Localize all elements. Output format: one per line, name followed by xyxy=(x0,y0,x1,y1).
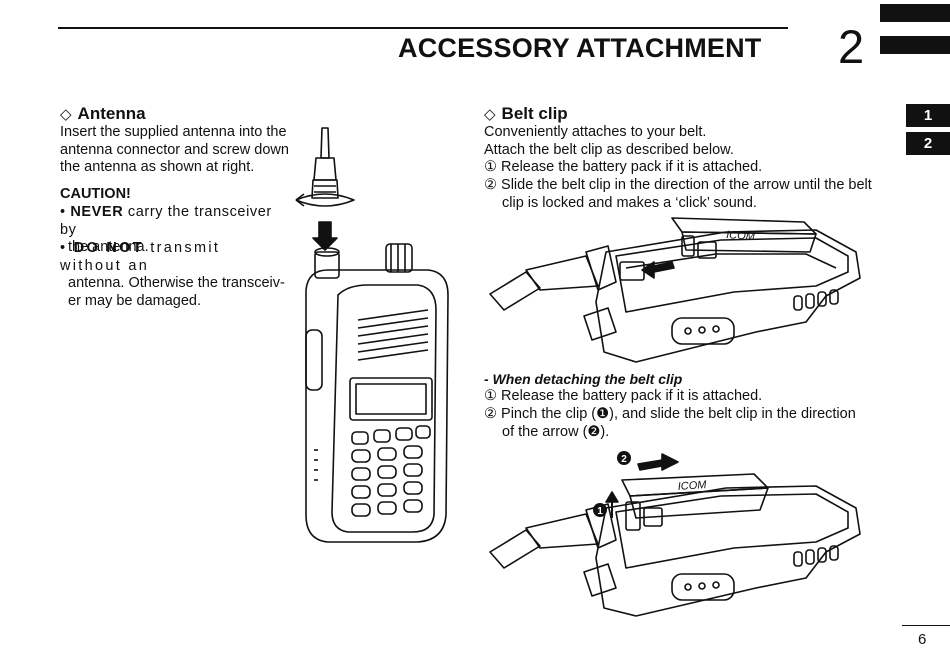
radio-back-body xyxy=(595,229,861,363)
step-text: Slide the belt clip in the direction of … xyxy=(501,177,872,193)
antenna-body: Insert the supplied antenna into the ant… xyxy=(60,124,290,177)
chapter-number: 2 xyxy=(838,20,865,73)
antenna-tip xyxy=(489,529,541,569)
step-text: clip is locked and makes a ‘click’ sound… xyxy=(502,194,757,211)
belt-clip: ICOM xyxy=(671,217,817,259)
callout-2-text: 2 xyxy=(621,454,627,465)
antenna-body-line: the antenna as shown at right. xyxy=(60,159,255,175)
belt-clip-heading: ◇ Belt clip xyxy=(484,104,568,124)
detach-step-1: ① Release the battery pack if it is atta… xyxy=(484,388,884,406)
chapter-bar-bottom xyxy=(880,36,950,54)
callout-1-text: 1 xyxy=(597,506,603,517)
slide-out-arrow xyxy=(637,453,679,471)
step-number: ① xyxy=(484,388,497,404)
callout-2-badge xyxy=(617,451,631,465)
radio-antenna-illustration xyxy=(295,127,449,543)
antenna-upper xyxy=(313,157,337,181)
step-text: of the arrow (❷). xyxy=(502,423,610,440)
pinch-arrow xyxy=(605,491,619,503)
antenna-heading: ◇ Antenna xyxy=(60,104,146,124)
twist-arrow xyxy=(295,193,355,207)
step-number: ① xyxy=(484,159,497,175)
caution-text: the antenna. xyxy=(68,239,149,255)
attach-step-2: ② Slide the belt clip in the direction o… xyxy=(484,177,884,212)
step-text: Release the battery pack if it is attach… xyxy=(501,159,763,175)
page-number: 6 xyxy=(918,631,927,648)
antenna-tip xyxy=(320,127,330,159)
caution-emphasis: NEVER xyxy=(70,204,124,220)
caution-item-donot: • DO NOT transmit without an antenna. Ot… xyxy=(60,240,288,310)
callout-1-badge xyxy=(593,503,607,517)
section-tab-2[interactable]: 2 xyxy=(906,132,950,155)
diamond-icon: ◇ xyxy=(484,106,496,123)
icom-logo: ICOM xyxy=(726,229,756,243)
detach-step-2: ② Pinch the clip (❶), and slide the belt… xyxy=(484,406,884,441)
caution-text: carry the transceiver by xyxy=(60,204,272,238)
header-rule xyxy=(58,27,788,29)
antenna-body-line: Insert the supplied antenna into the xyxy=(60,124,287,140)
step-text: Pinch the clip (❶), and slide the belt c… xyxy=(501,406,856,422)
antenna-base xyxy=(311,179,339,199)
belt-clip-attach-illustration: ICOM xyxy=(489,217,861,363)
belt-clip-body: Conveniently attaches to your belt. Atta… xyxy=(484,124,884,159)
caution-text: er may be damaged. xyxy=(68,292,201,309)
step-number: ② xyxy=(484,406,497,422)
step-text: Release the battery pack if it is attach… xyxy=(501,388,763,404)
down-arrow xyxy=(312,221,338,251)
caution-item-never: • NEVER carry the transceiver by the ant… xyxy=(60,204,288,257)
antenna-tip xyxy=(489,271,541,311)
radio-keypad xyxy=(351,425,431,517)
radio-back-body xyxy=(595,485,861,617)
belt-clip-detach-illustration: ICOM 1 2 xyxy=(489,451,861,617)
caution-text: transmit without an xyxy=(60,240,221,274)
caution-text: antenna. Otherwise the transceiv- xyxy=(68,275,285,291)
detach-heading: - When detaching the belt clip xyxy=(484,371,683,387)
belt-clip-body-line: Attach the belt clip as described below. xyxy=(484,141,734,158)
antenna-body-line: antenna connector and screw down xyxy=(60,141,289,158)
icom-logo: ICOM xyxy=(677,479,707,493)
caution-emphasis: DO NOT xyxy=(73,240,144,256)
antenna-heading-text: Antenna xyxy=(77,104,146,123)
belt-clip: ICOM xyxy=(621,473,769,531)
section-tab-1[interactable]: 1 xyxy=(906,104,950,127)
radio-display xyxy=(349,377,433,421)
caution-label: CAUTION! xyxy=(60,186,131,202)
attach-step-1: ① Release the battery pack if it is atta… xyxy=(484,159,884,177)
diamond-icon: ◇ xyxy=(60,106,72,123)
page-title: ACCESSORY ATTACHMENT xyxy=(398,33,762,63)
radio-body xyxy=(305,269,449,543)
footer-rule xyxy=(902,625,950,626)
belt-clip-heading-text: Belt clip xyxy=(501,104,568,123)
step-number: ② xyxy=(484,177,497,193)
belt-clip-body-line: Conveniently attaches to your belt. xyxy=(484,124,707,140)
slide-arrow xyxy=(641,261,675,279)
chapter-bar-top xyxy=(880,4,950,22)
